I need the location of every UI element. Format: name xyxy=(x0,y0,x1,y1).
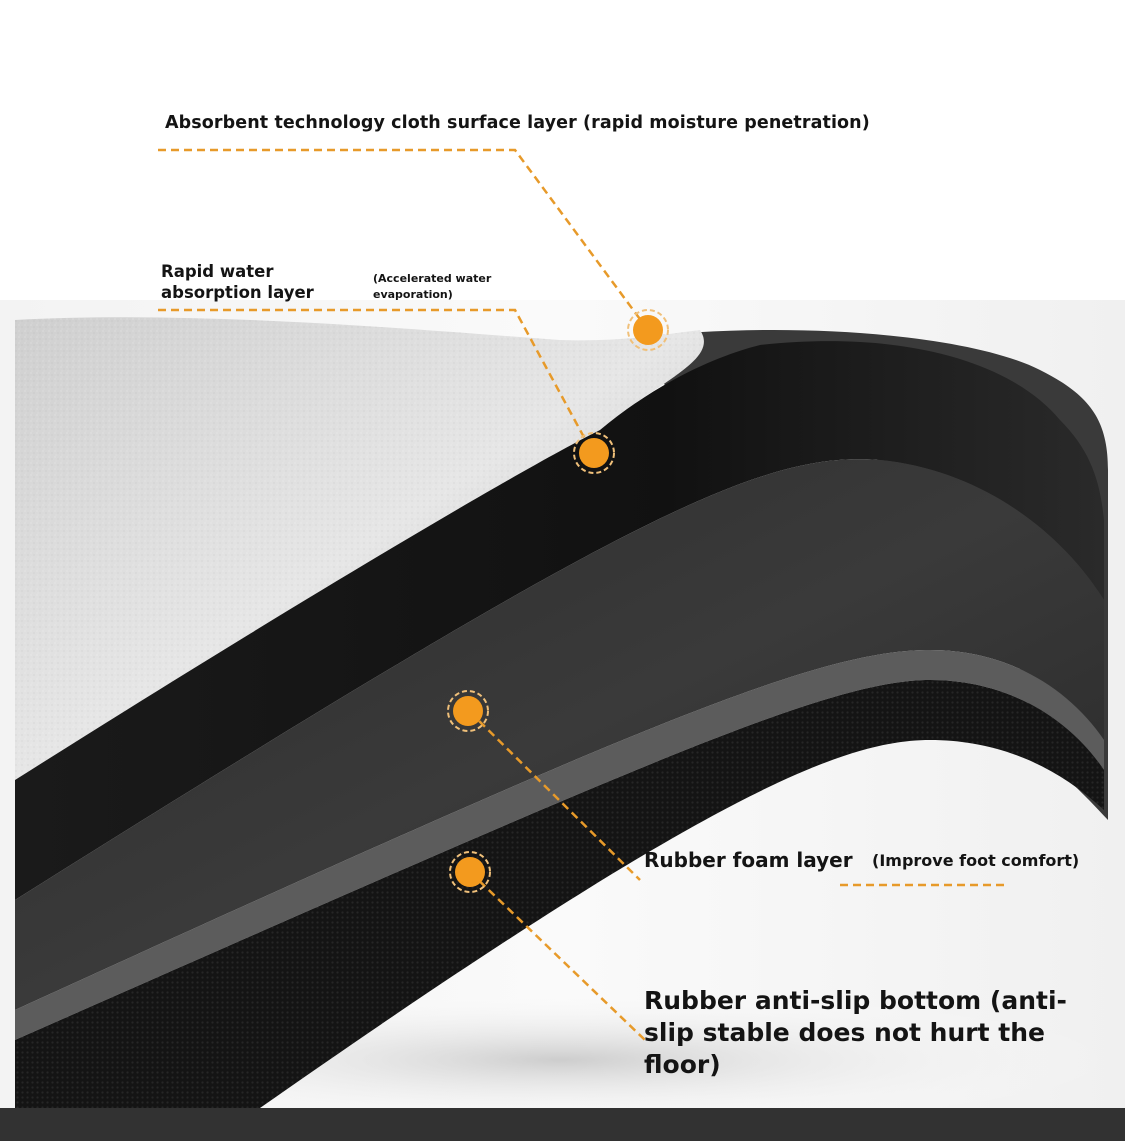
marker-absorption-layer xyxy=(573,432,615,474)
marker-surface-layer xyxy=(627,309,669,351)
leader-line-absorption xyxy=(158,308,594,453)
rubber-foam-layer xyxy=(15,459,1104,1011)
layer-edge-line xyxy=(15,650,1104,1040)
leader-line-surface xyxy=(158,148,650,331)
marker-foam-layer xyxy=(447,690,489,732)
bottom-bar xyxy=(0,1108,1125,1141)
leader-lines xyxy=(158,148,1005,1041)
cloth-texture xyxy=(15,317,704,780)
label-anti-slip-bottom: Rubber anti-slip bottom (anti-slip stabl… xyxy=(644,986,1067,1079)
note-absorption-layer: (Accelerated water evaporation) xyxy=(373,272,492,301)
absorption-layer xyxy=(15,341,1104,900)
label-surface-layer: Absorbent technology cloth surface layer… xyxy=(165,113,870,133)
label-absorption-layer: Rapid water absorption layer xyxy=(161,262,314,302)
label-foam-layer: Rubber foam layer xyxy=(644,848,853,872)
note-foam-layer: (Improve foot comfort) xyxy=(872,851,1080,870)
leader-line-foam xyxy=(469,711,641,881)
marker-dots xyxy=(447,309,669,893)
leader-line-bottom xyxy=(469,871,646,1041)
marker-anti-slip-bottom xyxy=(449,851,491,893)
anti-slip-bottom xyxy=(15,680,1104,1108)
